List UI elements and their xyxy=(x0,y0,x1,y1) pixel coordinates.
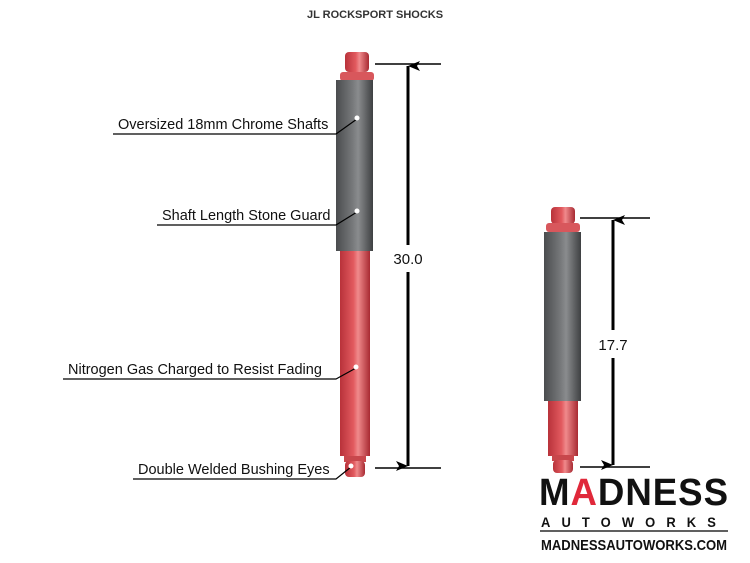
logo-sub: AUTOWORKS xyxy=(541,514,727,530)
callout-stone-guard: Shaft Length Stone Guard xyxy=(157,208,360,226)
callout-label: Double Welded Bushing Eyes xyxy=(138,462,330,478)
dimension-label-extended: 30.0 xyxy=(393,251,422,268)
callout-bushing-eyes: Double Welded Bushing Eyes xyxy=(133,462,354,480)
bottom-bushing-eye xyxy=(553,460,573,473)
shock-body xyxy=(340,251,370,456)
stone-guard xyxy=(544,232,581,401)
bottom-mount xyxy=(344,456,366,462)
callout-nitrogen-gas: Nitrogen Gas Charged to Resist Fading xyxy=(63,362,359,380)
callout-label: Oversized 18mm Chrome Shafts xyxy=(118,117,328,133)
top-mount xyxy=(546,223,580,232)
top-mount xyxy=(340,72,374,81)
dimension-label-compressed: 17.7 xyxy=(598,337,627,354)
top-bushing-eye xyxy=(551,207,575,224)
callout-label: Nitrogen Gas Charged to Resist Fading xyxy=(68,362,322,378)
shock-compressed xyxy=(544,207,581,473)
logo-url: MADNESSAUTOWORKS.COM xyxy=(541,537,727,554)
top-bushing-eye xyxy=(345,52,369,72)
shock-body xyxy=(548,401,578,456)
page-title: JL ROCKSPORT SHOCKS xyxy=(307,9,443,21)
callout-chrome-shafts: Oversized 18mm Chrome Shafts xyxy=(113,115,360,135)
callout-label: Shaft Length Stone Guard xyxy=(162,208,331,224)
dimension-compressed: 17.7 xyxy=(580,215,650,470)
logo-name: MADNESS xyxy=(539,472,729,514)
stone-guard xyxy=(336,80,373,251)
bottom-mount xyxy=(552,455,574,461)
dimension-extended: 30.0 xyxy=(375,61,441,471)
shock-extended xyxy=(336,52,374,477)
madness-logo: MADNESS AUTOWORKS MADNESSAUTOWORKS.COM xyxy=(539,472,729,554)
